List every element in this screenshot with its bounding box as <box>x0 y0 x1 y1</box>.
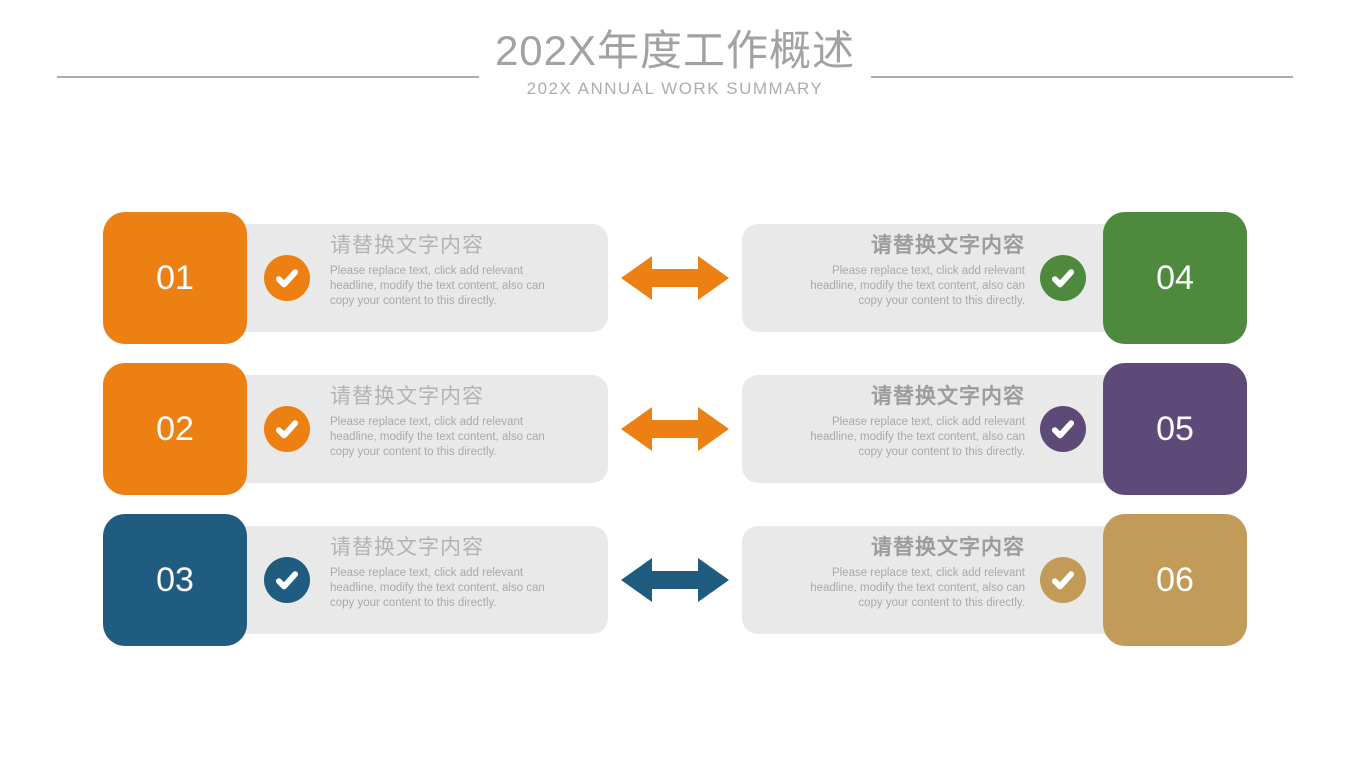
double-arrow-icon <box>621 256 729 300</box>
card-heading: 请替换文字内容 <box>330 536 484 559</box>
check-icon <box>264 557 310 603</box>
card-body: Please replace text, click add relevant … <box>330 265 545 307</box>
check-icon <box>264 406 310 452</box>
double-arrow-icon <box>621 407 729 451</box>
page-title: 202X年度工作概述 <box>478 24 872 78</box>
page-subtitle: 202X ANNUAL WORK SUMMARY <box>526 79 824 98</box>
card-body: Please replace text, click add relevant … <box>810 416 1025 458</box>
number-tile: 02 <box>103 363 247 495</box>
card-body: Please replace text, click add relevant … <box>330 416 545 458</box>
card-heading: 请替换文字内容 <box>871 536 1025 559</box>
double-arrow-icon <box>621 558 729 602</box>
summary-row-2: 请替换文字内容 Please replace text, click add r… <box>0 363 1350 495</box>
card-heading: 请替换文字内容 <box>871 385 1025 408</box>
summary-row-3: 请替换文字内容 Please replace text, click add r… <box>0 514 1350 646</box>
card-text: 请替换文字内容 Please replace text, click add r… <box>330 384 570 460</box>
check-icon <box>264 255 310 301</box>
check-icon <box>1040 255 1086 301</box>
card-text: 请替换文字内容 Please replace text, click add r… <box>330 535 570 611</box>
card-text: 请替换文字内容 Please replace text, click add r… <box>785 535 1025 611</box>
card-text: 请替换文字内容 Please replace text, click add r… <box>785 233 1025 309</box>
card-heading: 请替换文字内容 <box>330 234 484 257</box>
card-body: Please replace text, click add relevant … <box>810 567 1025 609</box>
number-tile: 01 <box>103 212 247 344</box>
check-icon <box>1040 557 1086 603</box>
summary-row-1: 请替换文字内容 Please replace text, click add r… <box>0 212 1350 344</box>
number-tile: 03 <box>103 514 247 646</box>
number-tile: 05 <box>1103 363 1247 495</box>
card-heading: 请替换文字内容 <box>871 234 1025 257</box>
page-title-wrap: 202X年度工作概述 <box>0 24 1350 78</box>
card-body: Please replace text, click add relevant … <box>330 567 545 609</box>
card-text: 请替换文字内容 Please replace text, click add r… <box>330 233 570 309</box>
card-text: 请替换文字内容 Please replace text, click add r… <box>785 384 1025 460</box>
number-tile: 06 <box>1103 514 1247 646</box>
check-icon <box>1040 406 1086 452</box>
card-body: Please replace text, click add relevant … <box>810 265 1025 307</box>
number-tile: 04 <box>1103 212 1247 344</box>
card-heading: 请替换文字内容 <box>330 385 484 408</box>
